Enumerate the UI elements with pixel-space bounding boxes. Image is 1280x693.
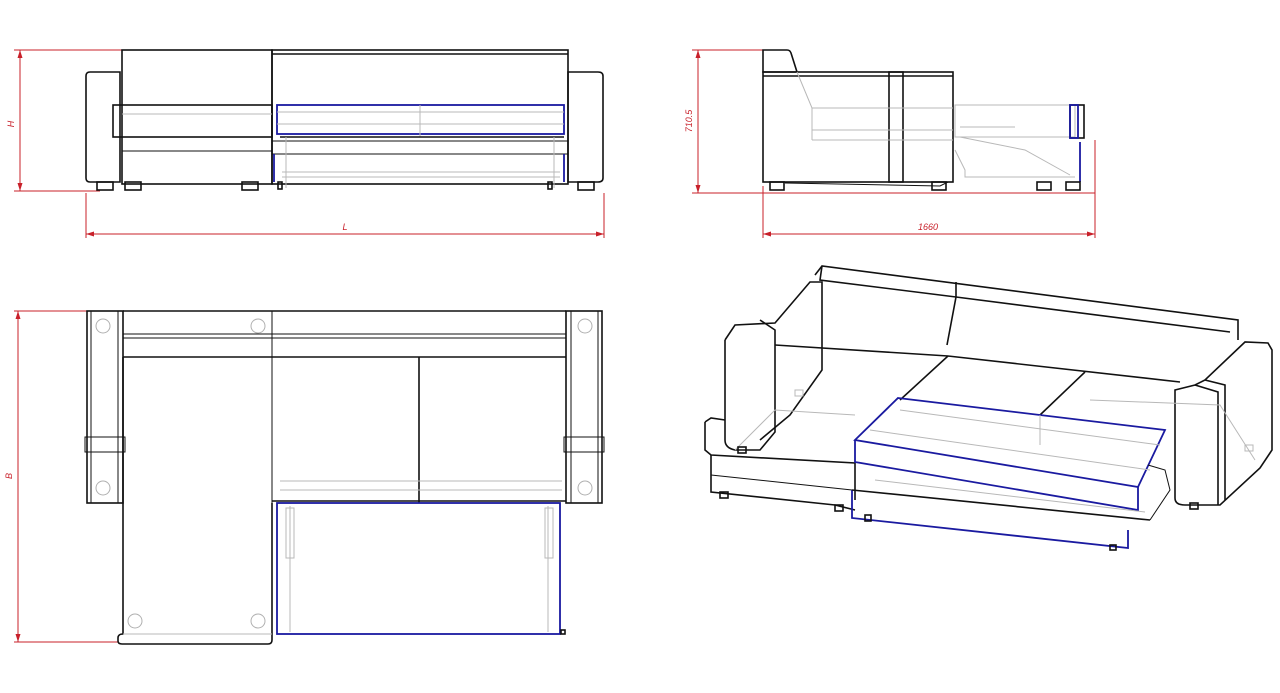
front-height-label: H — [6, 120, 16, 127]
front-sofa-outline — [85, 49, 604, 191]
isometric-view — [704, 265, 1273, 551]
side-depth-label: 1660 — [918, 222, 938, 232]
top-sofa-outline — [84, 310, 605, 645]
front-length-label: L — [342, 222, 347, 232]
top-dimension-lines — [14, 310, 118, 643]
front-dimension-lines — [14, 49, 605, 238]
side-height-label: 710.5 — [684, 109, 694, 133]
front-view: H L — [6, 49, 605, 238]
side-sofa-outline — [762, 49, 1085, 191]
side-dimension-lines — [692, 49, 1096, 238]
side-view: 710.5 1660 — [684, 49, 1096, 238]
top-depth-label: B — [4, 473, 14, 479]
top-view: B — [4, 310, 605, 645]
